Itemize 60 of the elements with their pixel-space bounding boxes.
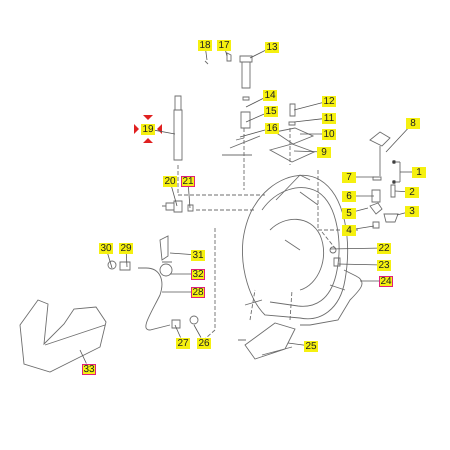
callout-number: 26 [197,338,211,348]
callout-number: 4 [342,224,356,236]
callout-number: 17 [217,40,231,50]
callout-number: 2 [405,186,419,198]
callout-number: 21 [181,176,195,186]
callout-number: 9 [317,146,331,158]
leader-line [294,118,322,122]
leader-line [386,128,408,152]
callout-number: 11 [322,112,336,124]
callout-number: 16 [265,122,279,134]
callout-number: 32 [191,268,205,280]
callout-number: 31 [191,250,205,260]
callout-number: 1 [412,166,426,178]
leader-line [246,114,264,122]
callout-number: 28 [191,286,205,298]
leader-line [288,342,304,346]
callout-number: 25 [304,340,318,352]
leader-line [330,248,378,250]
callout-number: 29 [119,242,133,254]
callout-number: 8 [406,118,420,128]
leader-line [154,130,176,134]
callout-number: 23 [377,260,391,270]
callout-number: 22 [377,242,391,254]
leader-line [188,186,190,208]
callout-number: 3 [405,206,419,216]
callout-number: 30 [99,242,113,254]
leader-line [107,253,112,268]
leader-line [356,176,374,178]
callout-number: 20 [163,176,177,186]
leader-line [171,186,178,206]
leader-line [338,264,378,266]
leader-line [294,150,318,152]
leader-line [246,98,264,108]
leader-line [240,130,266,138]
callout-number: 14 [263,90,277,100]
leader-line [80,350,87,364]
leader-line [170,252,192,255]
leader-line [126,253,128,268]
callout-number: 7 [342,172,356,182]
leader-line [360,280,380,282]
callout-number: 10 [322,128,336,140]
leader-line [205,50,208,60]
callout-number: 6 [342,190,356,202]
callout-number: 24 [379,276,393,286]
leader-line [394,190,406,192]
leader-line [294,102,322,110]
callout-number: 13 [265,42,279,52]
leader-line [194,324,202,338]
leader-line [174,324,181,338]
callout-number: 19 [141,124,155,134]
leader-line [356,208,368,212]
callout-number: 33 [82,364,96,374]
callout-number: 15 [264,106,278,116]
callout-number: 27 [176,338,190,348]
callout-number: 18 [198,40,212,50]
leader-line [356,226,374,230]
leader-line [396,212,406,216]
leader-line [250,50,266,58]
callout-number: 12 [322,96,336,106]
callout-number: 5 [342,208,356,218]
